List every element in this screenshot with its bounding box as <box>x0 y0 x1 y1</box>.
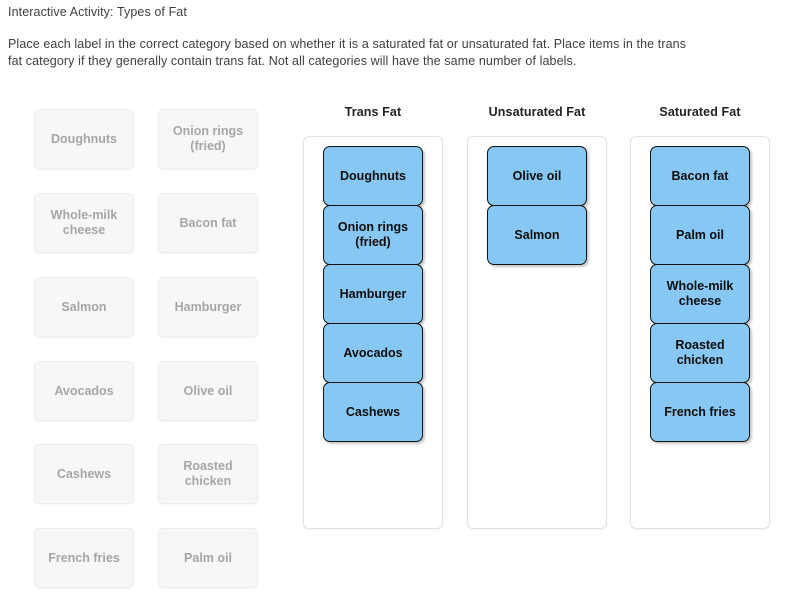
activity-instructions: Place each label in the correct category… <box>8 37 687 68</box>
pool-tile-palm-oil[interactable]: Palm oil <box>158 528 258 588</box>
pool-tile-hamburger[interactable]: Hamburger <box>158 277 258 337</box>
placed-tile-label: Roasted chicken <box>675 338 725 367</box>
placed-tile-palm-oil[interactable]: Palm oil <box>650 205 750 265</box>
placed-tile-salmon[interactable]: Salmon <box>487 205 587 265</box>
pool-tile-label: Hamburger <box>174 299 242 314</box>
drop-zone-unsaturated-fat[interactable]: Olive oil Salmon <box>467 136 607 529</box>
drop-zone-trans-fat[interactable]: Doughnuts Onion rings (fried) Hamburger … <box>303 136 443 529</box>
pool-tile-label: French fries <box>48 550 120 565</box>
placed-tile-label: Olive oil <box>512 168 562 183</box>
pool-tile-label: Olive oil <box>183 383 233 398</box>
pool-tile-label: Doughnuts <box>51 131 117 146</box>
placed-tile-label: Salmon <box>514 227 560 242</box>
placed-tile-avocados[interactable]: Avocados <box>323 323 423 383</box>
pool-tile-label: Whole-milk cheese <box>50 208 118 237</box>
pool-tile-label: Palm oil <box>184 550 232 565</box>
category-column-trans-fat: Trans Fat Doughnuts Onion rings (fried) … <box>303 104 443 529</box>
pool-tile-roasted-chicken[interactable]: Roasted chicken <box>158 444 258 504</box>
placed-tile-label: Hamburger <box>339 286 407 301</box>
page-title: Interactive Activity: Types of Fat <box>8 5 187 19</box>
placed-tile-bacon-fat[interactable]: Bacon fat <box>650 146 750 206</box>
placed-tile-label: Avocados <box>343 345 403 360</box>
placed-tile-label: Doughnuts <box>340 168 406 183</box>
placed-tile-label: Cashews <box>345 404 401 419</box>
placed-tile-whole-milk-cheese[interactable]: Whole-milk cheese <box>650 264 750 324</box>
placed-tile-onion-rings-fried[interactable]: Onion rings (fried) <box>323 205 423 265</box>
placed-tile-doughnuts[interactable]: Doughnuts <box>323 146 423 206</box>
placed-tile-olive-oil[interactable]: Olive oil <box>487 146 587 206</box>
category-header-unsaturated-fat: Unsaturated Fat <box>488 105 586 119</box>
pool-tile-bacon-fat[interactable]: Bacon fat <box>158 193 258 253</box>
pool-tile-french-fries[interactable]: French fries <box>34 528 134 588</box>
pool-tile-label: Salmon <box>61 299 107 314</box>
pool-tile-avocados[interactable]: Avocados <box>34 361 134 421</box>
placed-tile-roasted-chicken[interactable]: Roasted chicken <box>650 323 750 383</box>
pool-tile-cashews[interactable]: Cashews <box>34 444 134 504</box>
placed-tile-label: French fries <box>664 404 736 419</box>
pool-tile-doughnuts[interactable]: Doughnuts <box>34 109 134 169</box>
pool-tile-label: Avocados <box>54 383 114 398</box>
category-column-saturated-fat: Saturated Fat Bacon fat Palm oil Whole-m… <box>630 104 770 529</box>
pool-tile-label: Cashews <box>56 466 112 481</box>
category-header-saturated-fat: Saturated Fat <box>659 105 741 119</box>
category-header-trans-fat: Trans Fat <box>344 105 402 119</box>
pool-tile-label: Roasted chicken <box>183 459 233 488</box>
placed-tile-french-fries[interactable]: French fries <box>650 382 750 442</box>
placed-tile-label: Whole-milk cheese <box>666 279 734 308</box>
pool-tile-salmon[interactable]: Salmon <box>34 277 134 337</box>
drop-zone-saturated-fat[interactable]: Bacon fat Palm oil Whole-milk cheese Roa… <box>630 136 770 529</box>
pool-tile-onion-rings-fried[interactable]: Onion rings (fried) <box>158 109 258 169</box>
pool-tile-label: Bacon fat <box>179 215 237 230</box>
placed-tile-hamburger[interactable]: Hamburger <box>323 264 423 324</box>
placed-tile-label: Onion rings (fried) <box>337 220 409 249</box>
pool-tile-whole-milk-cheese[interactable]: Whole-milk cheese <box>34 193 134 253</box>
placed-tile-cashews[interactable]: Cashews <box>323 382 423 442</box>
pool-tile-olive-oil[interactable]: Olive oil <box>158 361 258 421</box>
placed-tile-label: Bacon fat <box>671 168 729 183</box>
label-pool: Doughnuts Onion rings (fried) Whole-milk… <box>34 109 284 589</box>
pool-tile-label: Onion rings (fried) <box>172 124 244 153</box>
placed-tile-label: Palm oil <box>676 227 724 242</box>
category-column-unsaturated-fat: Unsaturated Fat Olive oil Salmon <box>467 104 607 529</box>
